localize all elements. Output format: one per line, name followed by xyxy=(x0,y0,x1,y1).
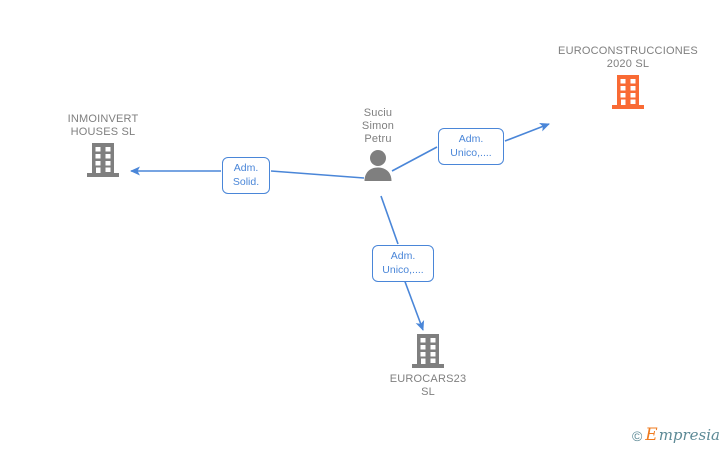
person-icon xyxy=(364,150,392,181)
edge-label-adm-unico-euroconstrucciones[interactable]: Adm. Unico,.... xyxy=(438,128,504,165)
edge-to-eurocars23[interactable] xyxy=(380,195,425,331)
building-icon xyxy=(412,334,444,368)
node-eurocars23[interactable]: EUROCARS23 SL xyxy=(358,332,498,399)
node-euroconstrucciones[interactable]: EUROCONSTRUCCIONES 2020 SL xyxy=(558,45,698,111)
brand-initial: E xyxy=(645,425,658,445)
node-label-suciu-simon-petru: Suciu Simon Petru xyxy=(361,107,395,145)
node-label-euroconstrucciones: EUROCONSTRUCCIONES 2020 SL xyxy=(558,45,698,70)
node-inmoinvert[interactable]: INMOINVERT HOUSES SL xyxy=(33,113,173,179)
empresia-watermark: © E mpresia xyxy=(632,427,720,444)
edge-to-inmoinvert[interactable] xyxy=(130,166,365,179)
node-suciu-simon-petru[interactable]: Suciu Simon Petru xyxy=(308,107,448,181)
node-label-inmoinvert: INMOINVERT HOUSES SL xyxy=(67,113,139,138)
building-icon xyxy=(612,75,644,109)
edge-to-euroconstrucciones[interactable] xyxy=(391,123,550,172)
edge-label-adm-solid-inmoinvert[interactable]: Adm. Solid. xyxy=(222,157,270,194)
building-icon xyxy=(87,143,119,177)
edge-label-adm-unico-eurocars23[interactable]: Adm. Unico,.... xyxy=(372,245,434,282)
node-label-eurocars23: EUROCARS23 SL xyxy=(389,373,467,398)
brand-name: mpresia xyxy=(658,426,720,444)
copyright-icon: © xyxy=(631,427,643,444)
